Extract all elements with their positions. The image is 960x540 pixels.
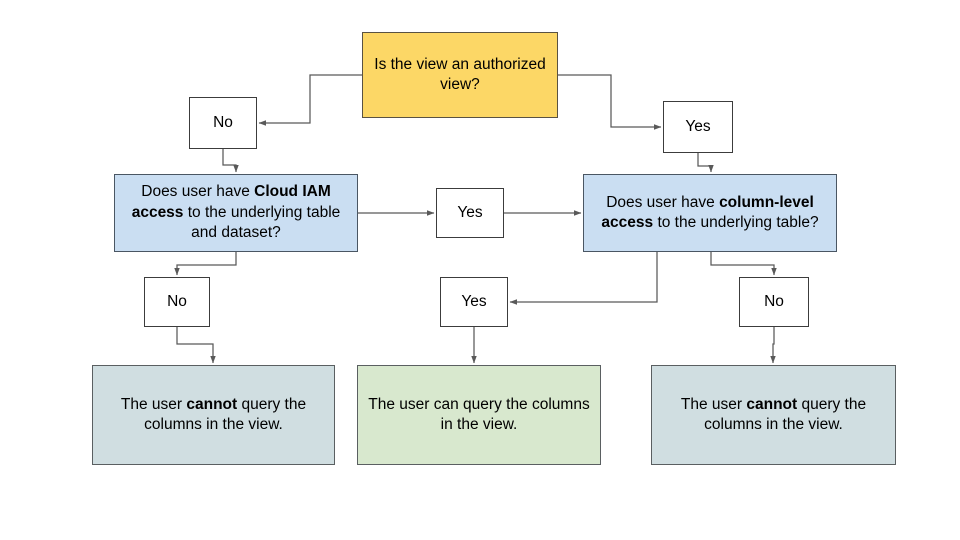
result-left-part1: The user <box>120 395 187 413</box>
label-yes-middle-text: Yes <box>457 203 483 221</box>
node-result-cannot-left[interactable]: The user cannot query the columns in the… <box>92 365 335 465</box>
label-yes-bottom-text: Yes <box>461 292 487 310</box>
label-no-left[interactable]: No <box>144 277 210 327</box>
edge-column-level-to-yes <box>509 252 658 305</box>
node-question-authorized-view-label: Is the view an authorized view? <box>374 55 546 93</box>
edge-no-to-result-cannot-right <box>770 327 776 364</box>
result-left-part2: query the columns in the view. <box>144 395 307 433</box>
label-yes-top-text: Yes <box>685 117 711 135</box>
node-result-can-label: The user can query the columns in the vi… <box>368 395 590 433</box>
node-question-cloud-iam-label: Does user have Cloud IAM access to the u… <box>115 182 357 243</box>
cloud-iam-text-bold: Cloud IAM access <box>131 183 331 221</box>
node-question-cloud-iam[interactable]: Does user have Cloud IAM access to the u… <box>114 174 358 252</box>
edge-yes-to-column-level <box>697 153 714 173</box>
column-level-text-part1: Does user have <box>606 193 720 211</box>
label-no-left-text: No <box>167 292 187 310</box>
node-result-cannot-left-label: The user cannot query the columns in the… <box>93 395 334 436</box>
label-no-top-text: No <box>213 113 233 131</box>
edge-no-to-result-cannot-left <box>176 327 216 364</box>
cloud-iam-text-part2: to the underlying table and dataset? <box>183 203 341 242</box>
node-result-cannot-right[interactable]: The user cannot query the columns in the… <box>651 365 896 465</box>
label-no-top[interactable]: No <box>189 97 257 149</box>
node-question-authorized-view[interactable]: Is the view an authorized view? <box>362 32 558 118</box>
node-question-column-level[interactable]: Does user have column-level access to th… <box>583 174 837 252</box>
result-left-bold: cannot <box>186 395 238 413</box>
label-no-right[interactable]: No <box>739 277 809 327</box>
label-yes-top[interactable]: Yes <box>663 101 733 153</box>
edge-authorized-to-no <box>258 74 362 126</box>
result-right-bold: cannot <box>746 395 798 413</box>
node-result-cannot-right-label: The user cannot query the columns in the… <box>652 395 895 436</box>
label-yes-middle[interactable]: Yes <box>436 188 504 238</box>
result-right-part2: query the columns in the view. <box>704 395 867 433</box>
edge-authorized-to-yes <box>558 74 662 130</box>
column-level-text-bold: column-level access <box>601 193 814 231</box>
column-level-text-part2: to the underlying table? <box>653 214 819 231</box>
cloud-iam-text-part1: Does user have <box>141 183 255 201</box>
node-result-can[interactable]: The user can query the columns in the vi… <box>357 365 601 465</box>
result-right-part1: The user <box>680 395 747 413</box>
label-yes-bottom[interactable]: Yes <box>440 277 508 327</box>
edge-column-level-to-no <box>710 252 777 276</box>
edge-cloud-iam-to-no <box>174 252 237 276</box>
label-no-right-text: No <box>764 292 784 310</box>
edge-no-to-cloud-iam <box>222 149 239 173</box>
node-question-column-level-label: Does user have column-level access to th… <box>584 193 836 234</box>
